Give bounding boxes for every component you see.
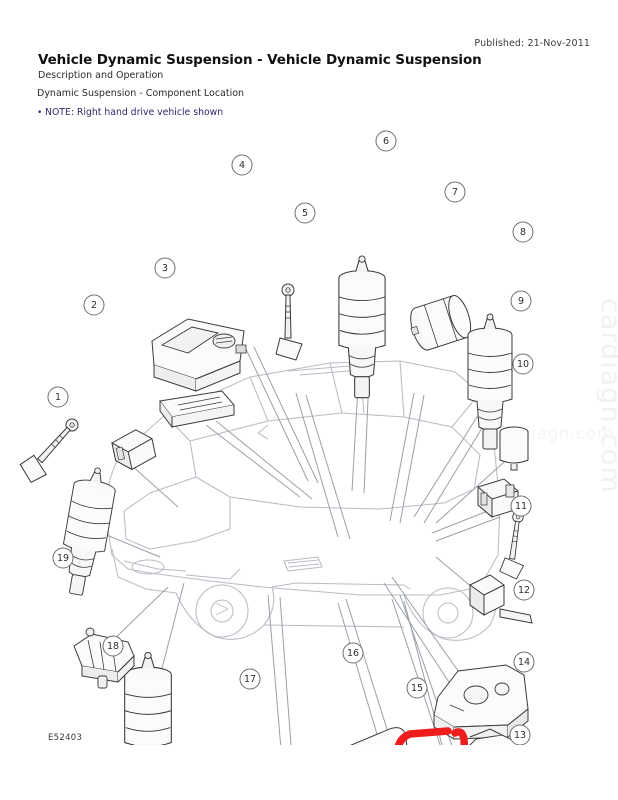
callout-label: 1 (55, 392, 61, 403)
callout-circle (154, 257, 176, 279)
callout-label: 17 (244, 674, 256, 685)
callout-circle (513, 651, 535, 673)
callout-circle (231, 154, 253, 176)
callout-circle (510, 495, 532, 517)
callout-6: 6 (375, 130, 397, 152)
callout-label: 10 (517, 359, 529, 370)
callout-1: 1 (47, 386, 69, 408)
callout-5: 5 (294, 202, 316, 224)
callout-circle (375, 130, 397, 152)
callout-circle (83, 294, 105, 316)
callout-12: 12 (513, 579, 535, 601)
published-date: Published: 21-Nov-2011 (474, 38, 590, 49)
red-annotation-highlight (394, 727, 469, 745)
callout-circle (444, 181, 466, 203)
callout-label: 13 (514, 730, 526, 741)
callout-circle (406, 677, 428, 699)
note-text: •NOTE: Right hand drive vehicle shown (37, 107, 223, 118)
callout-label: 14 (518, 657, 530, 668)
callout-label: 6 (383, 136, 389, 147)
callout-label: 2 (91, 300, 97, 311)
callout-circle (510, 290, 532, 312)
callout-8: 8 (512, 221, 534, 243)
callout-circle (513, 579, 535, 601)
note-label: NOTE: Right hand drive vehicle shown (45, 107, 224, 118)
callout-circle (512, 353, 534, 375)
callout-18: 18 (102, 635, 124, 657)
callout-10: 10 (512, 353, 534, 375)
callout-label: 5 (302, 208, 308, 219)
figure-code: E52403 (48, 733, 83, 743)
callout-circle (52, 547, 74, 569)
page-title: Vehicle Dynamic Suspension - Vehicle Dyn… (38, 52, 482, 68)
callout-2: 2 (83, 294, 105, 316)
callout-label: 19 (57, 553, 69, 564)
callout-14: 14 (513, 651, 535, 673)
callout-7: 7 (444, 181, 466, 203)
callout-label: 7 (452, 187, 458, 198)
callout-11: 11 (510, 495, 532, 517)
callout-label: 12 (518, 585, 530, 596)
callout-9: 9 (510, 290, 532, 312)
callout-circle (509, 724, 531, 745)
callout-circle (47, 386, 69, 408)
page-subtitle: Description and Operation (38, 70, 164, 81)
callout-circle (342, 642, 364, 664)
callout-label: 3 (162, 263, 168, 274)
callout-4: 4 (231, 154, 253, 176)
callout-16: 16 (342, 642, 364, 664)
callout-13: 13 (509, 724, 531, 745)
callout-label: 16 (347, 648, 359, 659)
note-bullet-icon: • (37, 108, 43, 118)
callout-label: 15 (411, 683, 423, 694)
callout-17: 17 (239, 668, 261, 690)
callout-3: 3 (154, 257, 176, 279)
callout-circle (239, 668, 261, 690)
section-heading: Dynamic Suspension - Component Location (37, 88, 245, 99)
callout-label: 18 (107, 641, 119, 652)
callout-circle (294, 202, 316, 224)
callout-15: 15 (406, 677, 428, 699)
callout-circle (102, 635, 124, 657)
callout-19: 19 (52, 547, 74, 569)
callout-label: 9 (518, 296, 524, 307)
exploded-components (15, 255, 533, 745)
callout-label: 8 (520, 227, 526, 238)
callout-circle (512, 221, 534, 243)
callout-label: 4 (239, 160, 245, 171)
callout-label: 11 (515, 501, 527, 512)
